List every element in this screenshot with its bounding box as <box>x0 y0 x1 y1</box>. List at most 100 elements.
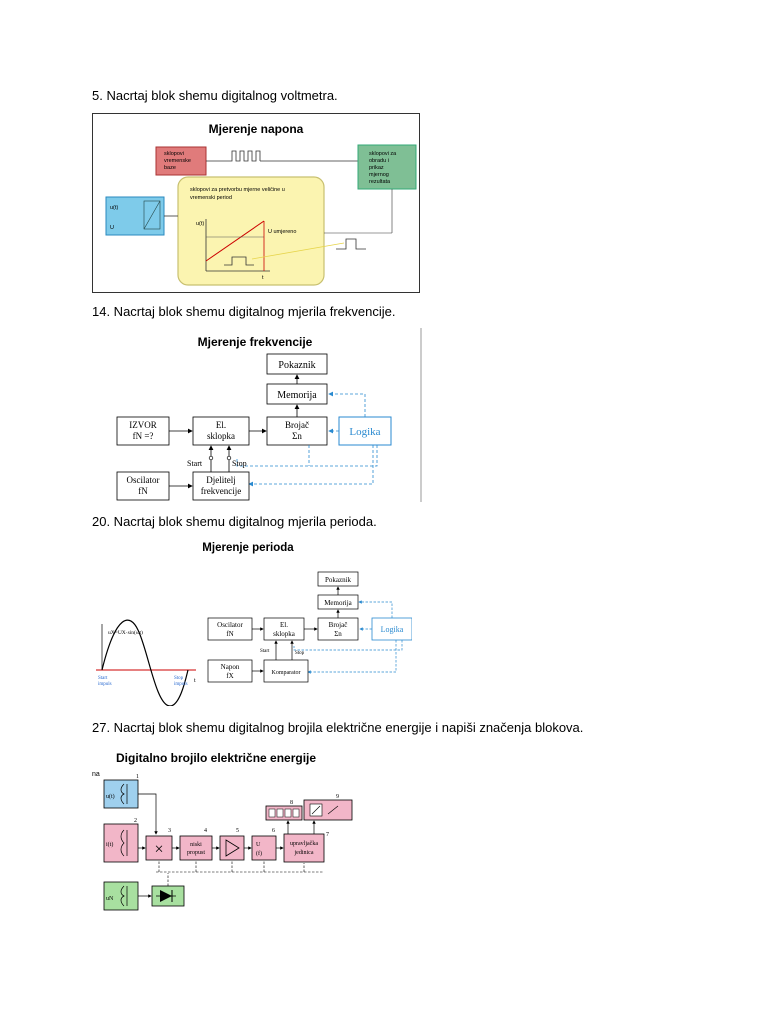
time-base-block <box>155 146 207 176</box>
fig3-title: Mjerenje perioda <box>202 542 294 554</box>
processing-line1: sklopovi za <box>369 151 397 157</box>
supply-transformer-block <box>103 881 139 911</box>
period-meter-diagram: Mjerenje perioda uX=UX·sin(ωt) t Start i… <box>96 538 412 706</box>
oscilator-block <box>116 471 170 501</box>
wave-label: uX=UX·sin(ωt) <box>108 629 143 636</box>
question-14: 14. Nacrtaj blok shemu digitalnog mjeril… <box>92 304 396 319</box>
izvor-block <box>116 416 170 446</box>
processing-line4: mjernog <box>369 172 389 178</box>
fig2-title: Mjerenje frekvencije <box>198 335 313 349</box>
voltmeter-diagram: Mjerenje napona sklopovi vremenske baze … <box>92 113 420 293</box>
stop-label: Stop <box>295 651 305 656</box>
djelitelj-line1: Djelitelj <box>206 475 236 485</box>
komparator-block <box>263 659 309 683</box>
processing-block <box>357 144 417 190</box>
memorija-block <box>317 594 359 610</box>
komparator-label: Komparator <box>272 670 301 676</box>
multiplier-block <box>145 835 173 861</box>
frequency-meter-diagram: Mjerenje frekvencije Pokaznik Memorija I… <box>115 328 423 502</box>
brojac-line2: Σn <box>292 431 302 441</box>
question-20: 20. Nacrtaj blok shemu digitalnog mjeril… <box>92 514 377 529</box>
stop-label: Stop <box>232 459 247 468</box>
i-t-label: i(t) <box>106 841 113 848</box>
input-u-t: u(t) <box>110 205 118 211</box>
control-unit-block <box>283 833 325 863</box>
oscilator-line1: Oscilator <box>217 621 243 629</box>
amplifier-block <box>219 835 245 861</box>
num-6: 6 <box>272 828 275 834</box>
uf-line1: U <box>256 842 261 848</box>
un-label: uN <box>106 896 114 902</box>
num-7: 7 <box>326 832 329 838</box>
napon-line1: Napon <box>221 663 240 671</box>
num-5: 5 <box>236 828 239 834</box>
brojac-line1: Brojač <box>329 621 348 629</box>
energy-meter-diagram: Digitalno brojilo električne energije na… <box>92 744 356 920</box>
izvor-line1: IZVOR <box>129 420 157 430</box>
num-2: 2 <box>134 818 137 824</box>
brojac-block <box>317 617 359 641</box>
upravljacka-line2: jedinica <box>294 850 314 856</box>
djelitelj-block <box>192 471 250 501</box>
graph-y-label: u(t) <box>196 221 204 227</box>
pokaznik-label: Pokaznik <box>278 360 315 371</box>
upravljacka-line1: upravljačka <box>290 841 318 847</box>
brojac-line2: Σn <box>334 630 342 638</box>
napon-line2: fX <box>226 672 233 680</box>
uf-line2: (f) <box>256 850 262 857</box>
pulse-train <box>230 150 261 162</box>
fig4-corner-label: na <box>92 771 100 778</box>
el-sklopka-line2: sklopka <box>273 630 296 638</box>
memorija-label: Memorija <box>277 390 317 401</box>
brojac-block <box>266 416 328 446</box>
processing-line5: rezultata <box>369 179 391 185</box>
pokaznik-label: Pokaznik <box>325 576 352 584</box>
t-label: t <box>194 678 196 684</box>
voltage-transformer-block <box>103 779 139 809</box>
ramp-line <box>205 220 265 262</box>
logika-label: Logika <box>381 625 404 634</box>
niski-line1: niski <box>190 842 202 848</box>
processing-line2: obradu i <box>369 158 389 164</box>
fig1-title: Mjerenje napona <box>209 122 304 136</box>
time-base-line1: sklopovi <box>164 151 184 157</box>
multiply-icon: × <box>154 841 163 858</box>
el-sklopka-line1: El. <box>216 420 226 430</box>
niski-line2: propust <box>187 850 205 856</box>
el-sklopka-line1: El. <box>280 621 288 629</box>
memorija-label: Memorija <box>324 599 352 607</box>
input-u: U <box>110 225 114 231</box>
question-5: 5. Nacrtaj blok shemu digitalnog voltmet… <box>92 88 338 103</box>
start-label: Start <box>187 459 203 468</box>
oscilator-line2: fN <box>226 630 233 638</box>
stop-impuls-2: impuls <box>174 682 188 687</box>
input-block <box>105 196 165 236</box>
conversion-line2: vremenski period <box>190 195 232 201</box>
start-impuls-1: Start <box>98 676 108 681</box>
num-8: 8 <box>290 800 293 806</box>
num-3: 3 <box>168 828 171 834</box>
conversion-line1: sklopovi za pretvorbu mjerne veličine u <box>190 187 285 193</box>
logika-label: Logika <box>349 426 380 438</box>
time-base-line2: vremenske <box>164 158 191 164</box>
num-4: 4 <box>204 828 207 834</box>
izvor-line2: fN =? <box>133 431 154 441</box>
brojac-line1: Brojač <box>285 420 309 430</box>
output-pulse <box>336 238 366 250</box>
logika-block <box>338 416 392 446</box>
gate-pulse <box>224 256 254 266</box>
pokaznik-block <box>317 571 359 587</box>
conversion-block <box>177 176 325 286</box>
djelitelj-line2: frekvencije <box>201 486 241 496</box>
num-1: 1 <box>136 774 139 780</box>
pokaznik-block <box>266 353 328 375</box>
amplifier-icon <box>225 839 240 857</box>
oscilator-line1: Oscilator <box>127 475 160 485</box>
low-pass-block <box>179 835 213 861</box>
oscilator-line2: fN <box>138 486 148 496</box>
num-9: 9 <box>336 794 339 800</box>
fig4-title: Digitalno brojilo električne energije <box>116 751 316 765</box>
el-sklopka-line2: sklopka <box>207 431 235 441</box>
stop-impuls-1: Stop <box>174 676 184 681</box>
memorija-block <box>266 383 328 405</box>
